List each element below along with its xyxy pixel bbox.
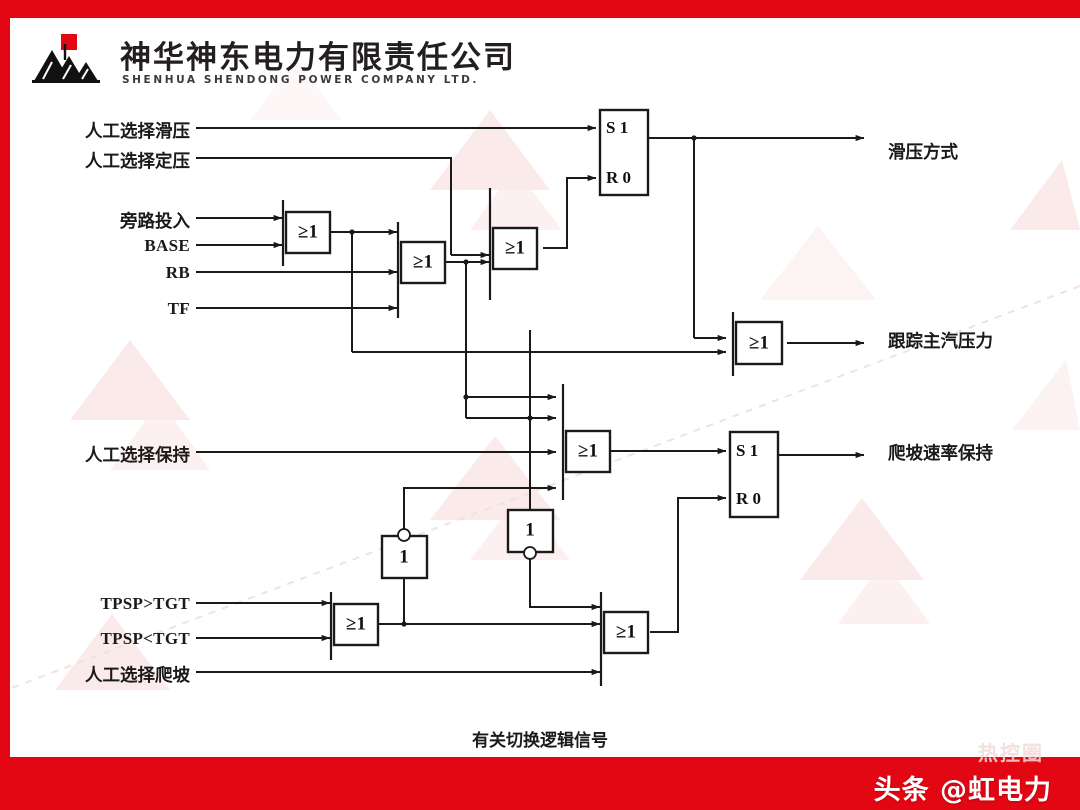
not2-label: 1 bbox=[525, 519, 535, 540]
or-gate-or3[interactable]: ≥1 bbox=[488, 188, 539, 300]
sr-flipflop-sr1[interactable]: S 1 R 0 bbox=[598, 108, 650, 197]
top-accent-bar bbox=[0, 0, 1080, 18]
input-label-bypass: 旁路投入 bbox=[120, 212, 190, 232]
footer-watermark: 头条 @虹电力 bbox=[873, 775, 1052, 806]
junction-dot bbox=[401, 621, 407, 627]
input-label-rb: RB bbox=[165, 263, 190, 282]
or2-label: ≥1 bbox=[413, 251, 433, 272]
or-gate-or5[interactable]: ≥1 bbox=[561, 384, 612, 500]
junction-dot bbox=[691, 135, 697, 141]
not-gate-not2[interactable]: 1 bbox=[506, 508, 555, 560]
or-gate-or2[interactable]: ≥1 bbox=[396, 222, 447, 318]
or-gate-or4[interactable]: ≥1 bbox=[731, 312, 784, 376]
company-logo: 神华神东电力有限责任公司 SHENHUA SHENDONG POWER COMP… bbox=[28, 28, 514, 94]
or7-label: ≥1 bbox=[616, 621, 636, 642]
or4-label: ≥1 bbox=[749, 332, 769, 353]
input-label-tpsp-gt: TPSP>TGT bbox=[100, 594, 190, 613]
diagram-caption: 有关切换逻辑信号 bbox=[472, 731, 608, 751]
junction-dot bbox=[463, 394, 469, 400]
or5-label: ≥1 bbox=[578, 440, 598, 461]
mountain-flag-logo-icon bbox=[32, 34, 100, 83]
sr2-set-label: S 1 bbox=[736, 441, 758, 460]
watermark-group bbox=[10, 60, 1080, 690]
input-label-manual-ramp: 人工选择爬坡 bbox=[85, 666, 190, 686]
input-label-base: BASE bbox=[144, 236, 190, 255]
junction-dot bbox=[349, 229, 355, 235]
or6-label: ≥1 bbox=[346, 613, 366, 634]
not1-label: 1 bbox=[399, 546, 409, 567]
input-label-tpsp-lt: TPSP<TGT bbox=[100, 629, 190, 648]
sr2-reset-label: R 0 bbox=[736, 489, 761, 508]
or-gate-or7[interactable]: ≥1 bbox=[599, 592, 650, 686]
junction-dot bbox=[463, 259, 469, 265]
wire-manual-fixed bbox=[196, 157, 452, 255]
not-gate-not1[interactable]: 1 bbox=[380, 528, 429, 580]
ghost-watermark: 热控圈 bbox=[978, 741, 1044, 765]
input-label-manual-hold: 人工选择保持 bbox=[85, 446, 190, 466]
output-label-track-steam: 跟踪主汽压力 bbox=[888, 332, 993, 352]
input-label-manual-fixed: 人工选择定压 bbox=[85, 152, 190, 172]
or1-label: ≥1 bbox=[298, 221, 318, 242]
slide-body bbox=[10, 18, 1080, 757]
sr1-set-label: S 1 bbox=[606, 118, 628, 137]
or3-label: ≥1 bbox=[505, 237, 525, 258]
wire-not2-to-or7 bbox=[529, 548, 601, 611]
or-gate-or6[interactable]: ≥1 bbox=[329, 592, 380, 660]
bottom-accent-bar bbox=[0, 757, 1080, 810]
input-label-manual-sliding: 人工选择滑压 bbox=[85, 122, 190, 142]
wire-or3-to-sr1-reset bbox=[543, 174, 597, 249]
left-accent-bar bbox=[0, 0, 10, 760]
input-label-tf: TF bbox=[167, 299, 190, 318]
or-gate-or1[interactable]: ≥1 bbox=[281, 200, 332, 266]
sr1-reset-label: R 0 bbox=[606, 168, 631, 187]
wire-or7-to-sr2-reset bbox=[650, 494, 727, 633]
company-name-en: SHENHUA SHENDONG POWER COMPANY LTD. bbox=[122, 74, 480, 86]
sr-flipflop-sr2[interactable]: S 1 R 0 bbox=[728, 430, 780, 519]
company-name-cn: 神华神东电力有限责任公司 bbox=[120, 40, 516, 76]
output-label-sliding-mode: 滑压方式 bbox=[888, 143, 958, 163]
output-label-ramp-hold: 爬坡速率保持 bbox=[888, 444, 993, 464]
